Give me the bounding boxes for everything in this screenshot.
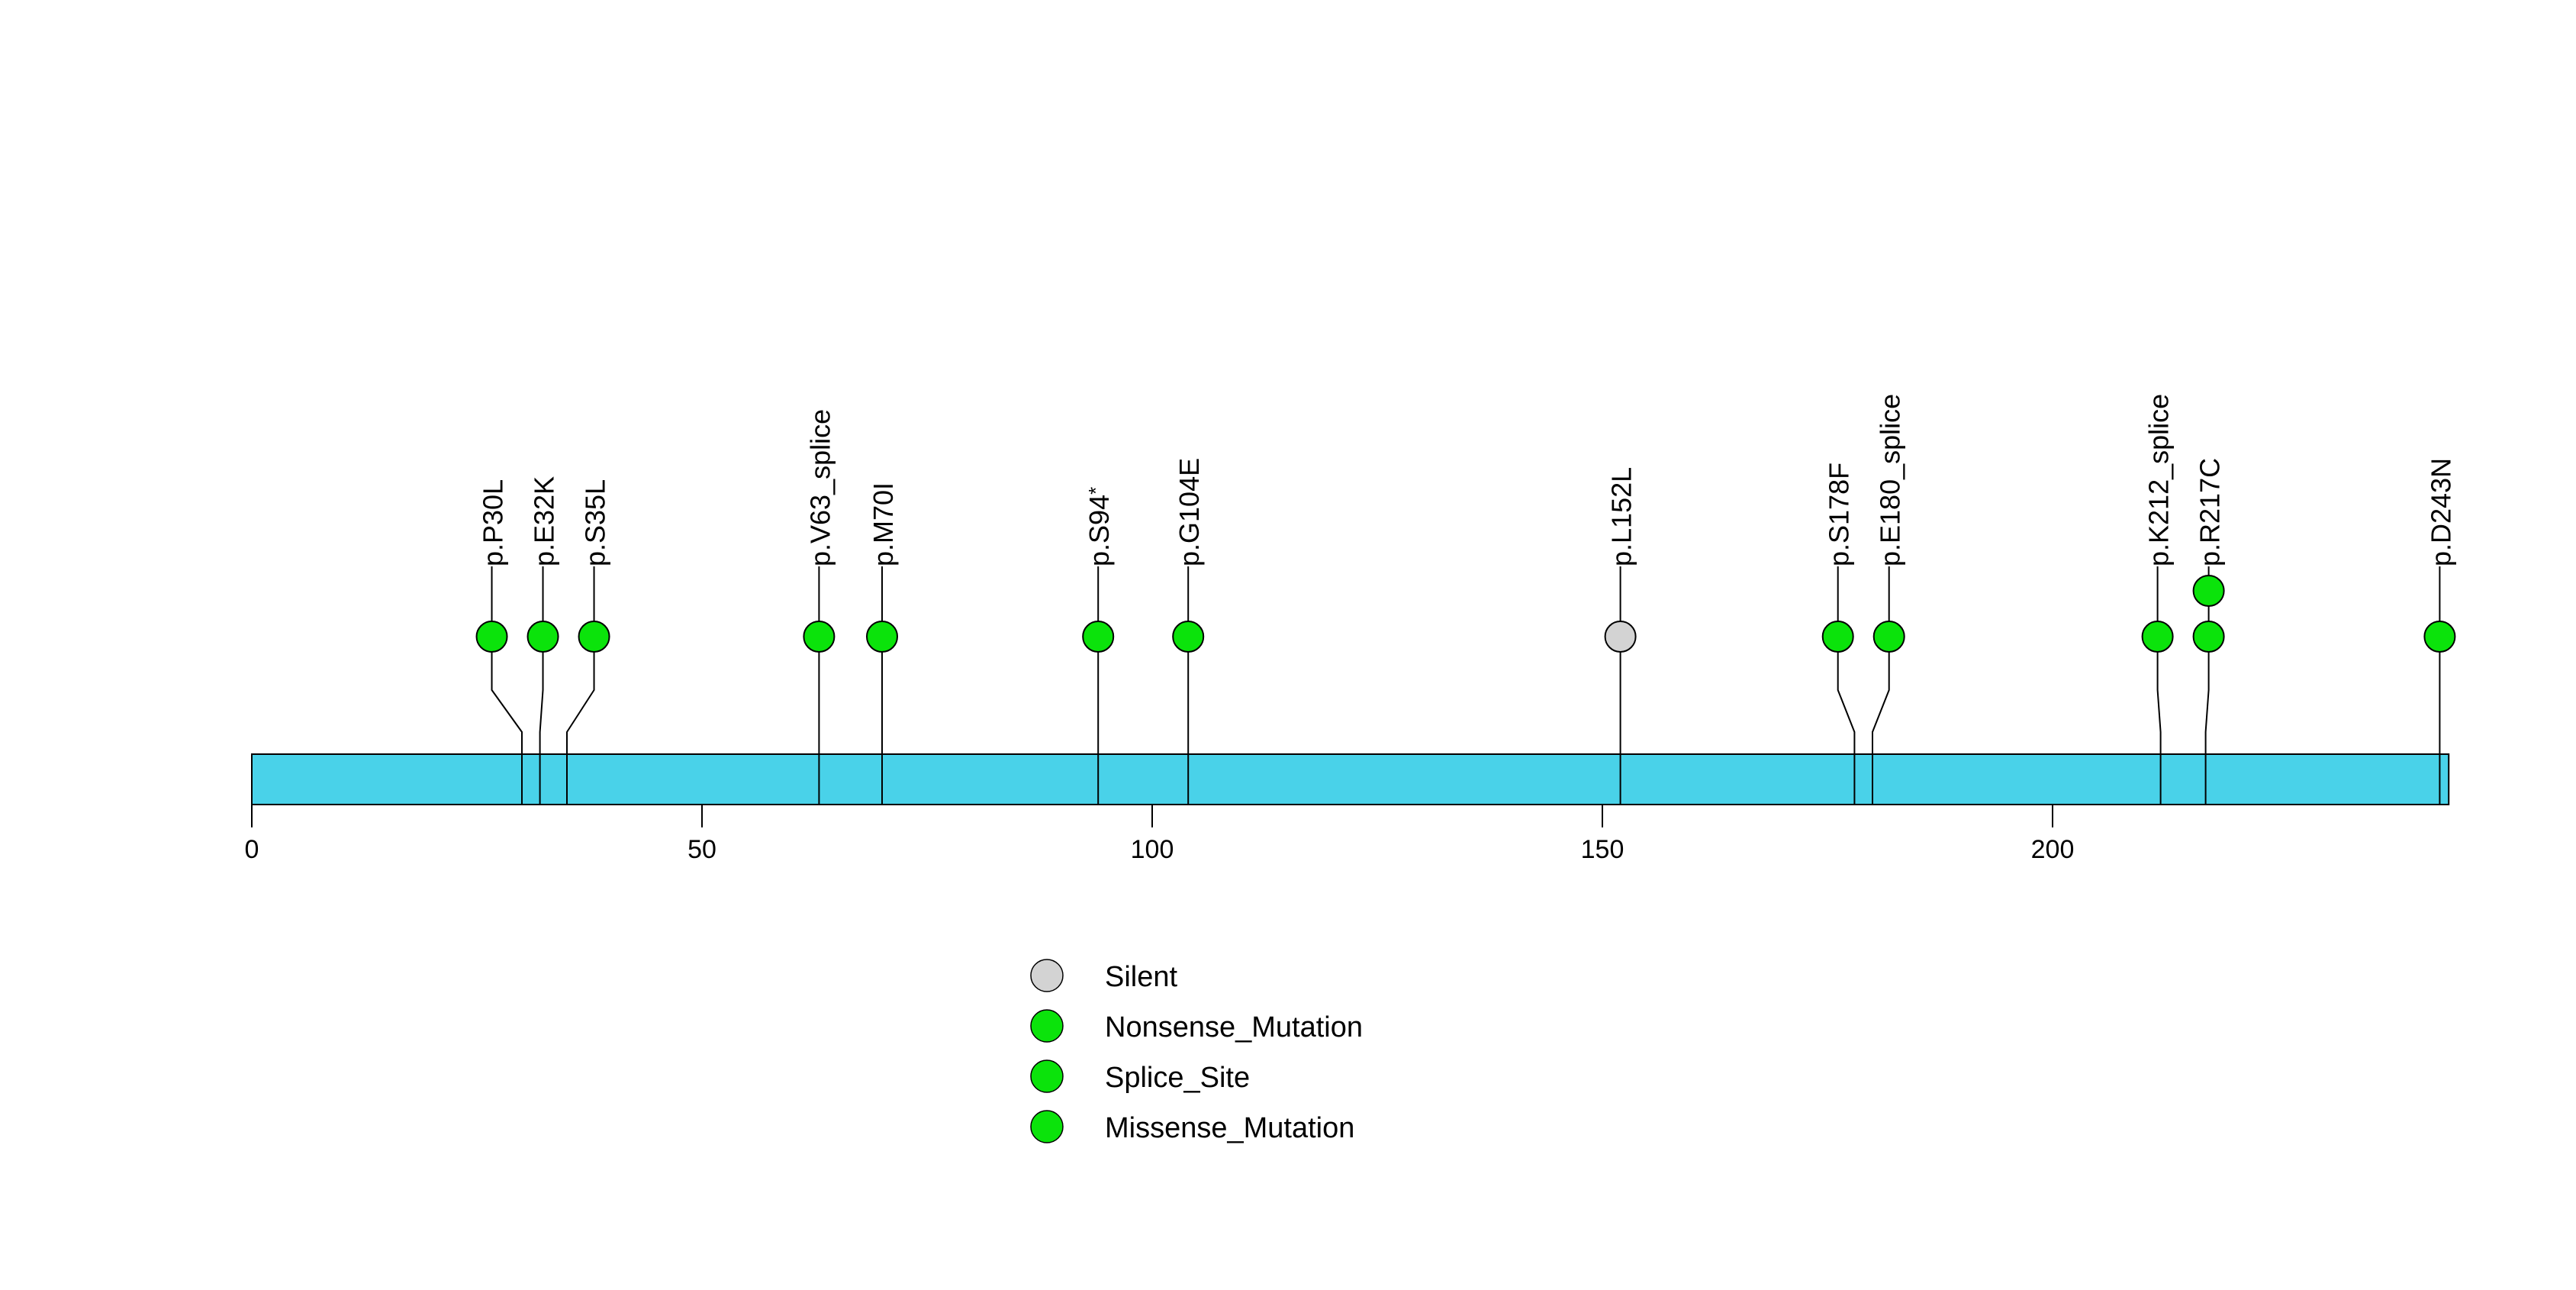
mutation-label: p.S94* bbox=[1084, 487, 1115, 566]
mutation-label: p.M70I bbox=[868, 482, 899, 566]
mutation-label: p.D243N bbox=[2425, 458, 2456, 566]
axis-tick-label: 0 bbox=[245, 835, 259, 864]
mutation-circle[interactable] bbox=[1082, 621, 1115, 653]
mutation-circle[interactable] bbox=[866, 621, 898, 653]
mutation-label: p.G104E bbox=[1174, 458, 1205, 566]
mutation-circle[interactable] bbox=[578, 621, 610, 653]
legend-marker-silent bbox=[1030, 959, 1064, 992]
legend-label-silent: Silent bbox=[1105, 961, 1177, 993]
legend-marker-nonsense_mutation bbox=[1030, 1009, 1064, 1043]
mutation-label: p.S178F bbox=[1824, 463, 1855, 566]
mutation-circle[interactable] bbox=[803, 621, 836, 653]
mutation-circle[interactable] bbox=[475, 621, 508, 653]
mutation-circle[interactable] bbox=[1604, 621, 1637, 653]
axis-tick-label: 200 bbox=[2031, 835, 2075, 864]
legend-marker-missense_mutation bbox=[1030, 1110, 1064, 1143]
axis-tick-label: 150 bbox=[1581, 835, 1624, 864]
legend-marker-splice_site bbox=[1030, 1059, 1064, 1093]
mutation-label: p.S35L bbox=[580, 479, 611, 566]
mutation-circle[interactable] bbox=[526, 621, 559, 653]
mutation-circle[interactable] bbox=[1821, 621, 1854, 653]
mutation-label: p.P30L bbox=[478, 479, 509, 566]
axis-tick-label: 100 bbox=[1131, 835, 1174, 864]
legend-label-nonsense_mutation: Nonsense_Mutation bbox=[1105, 1011, 1363, 1043]
mutation-label: p.K212_splice bbox=[2143, 394, 2175, 566]
legend-label-splice_site: Splice_Site bbox=[1105, 1062, 1250, 1094]
mutation-circle[interactable] bbox=[1172, 621, 1205, 653]
mutation-label: p.V63_splice bbox=[804, 409, 836, 566]
mutation-circle[interactable] bbox=[2192, 621, 2225, 653]
mutation-circle[interactable] bbox=[2192, 575, 2225, 607]
axis-tick-label: 50 bbox=[687, 835, 716, 864]
mutation-circle[interactable] bbox=[2423, 621, 2456, 653]
legend-label-missense_mutation: Missense_Mutation bbox=[1105, 1112, 1354, 1144]
mutation-label: p.E32K bbox=[529, 476, 560, 566]
mutation-circle[interactable] bbox=[1872, 621, 1905, 653]
mutation-label: p.R217C bbox=[2194, 458, 2226, 566]
mutation-label: p.L152L bbox=[1606, 467, 1637, 566]
mutation-circle[interactable] bbox=[2141, 621, 2174, 653]
mutation-label: p.E180_splice bbox=[1875, 394, 1906, 566]
protein-bar bbox=[251, 753, 2450, 805]
